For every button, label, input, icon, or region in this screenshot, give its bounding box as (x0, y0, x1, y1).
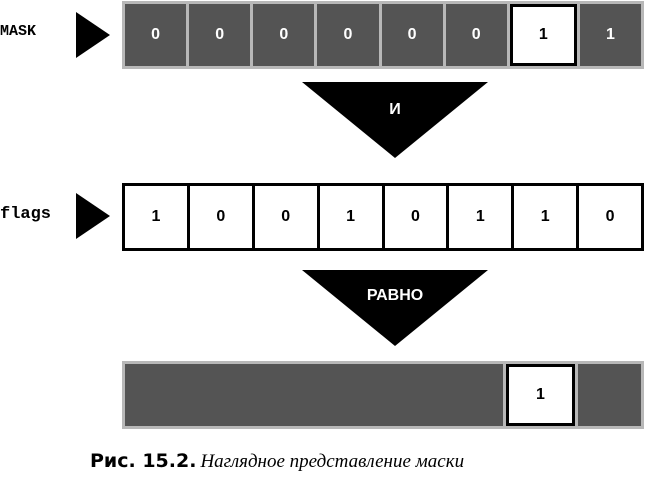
flags-bit-7: 0 (605, 208, 615, 225)
flags-pointer-arrow-icon (76, 193, 110, 239)
mask-label: MASK (0, 23, 37, 40)
mask-bit-7: 1 (579, 4, 641, 66)
flags-bit-6: 1 (514, 186, 580, 248)
result-bit-6-highlighted: 1 (506, 364, 575, 426)
result-masked-bit-7 (578, 364, 641, 426)
flags-bit-0: 1 (125, 186, 190, 248)
flags-bit-3: 1 (320, 186, 385, 248)
equals-operator-label: РАВНО (366, 287, 424, 304)
figure-caption: Рис. 15.2.Наглядное представление маски (90, 450, 560, 473)
flags-bit-2: 0 (255, 186, 320, 248)
result-register: 1 (122, 361, 644, 429)
figure-caption-text: Наглядное представление маски (200, 451, 465, 472)
mask-bit-3: 0 (317, 4, 379, 66)
flags-label: flags (0, 205, 52, 224)
result-masked-area (125, 364, 503, 426)
mask-bit-4: 0 (381, 4, 443, 66)
mask-register: 0 0 0 0 0 0 1 1 (122, 1, 644, 69)
flags-bit-4: 0 (385, 186, 450, 248)
mask-bit-2: 0 (253, 4, 315, 66)
mask-bit-1: 0 (189, 4, 251, 66)
mask-bit-5: 0 (445, 4, 507, 66)
equals-operator-arrow-icon (302, 270, 488, 346)
figure-number: Рис. 15.2. (90, 450, 197, 472)
and-operator-label: И (389, 101, 401, 118)
flags-register: 1 0 0 1 0 1 1 0 (122, 183, 644, 251)
mask-bit-0: 0 (125, 4, 187, 66)
and-operator-arrow-icon (302, 82, 488, 158)
flags-bit-1: 0 (190, 186, 255, 248)
mask-bit-6-highlighted: 1 (509, 4, 577, 66)
mask-pointer-arrow-icon (76, 12, 110, 58)
flags-bit-5: 1 (449, 186, 515, 248)
